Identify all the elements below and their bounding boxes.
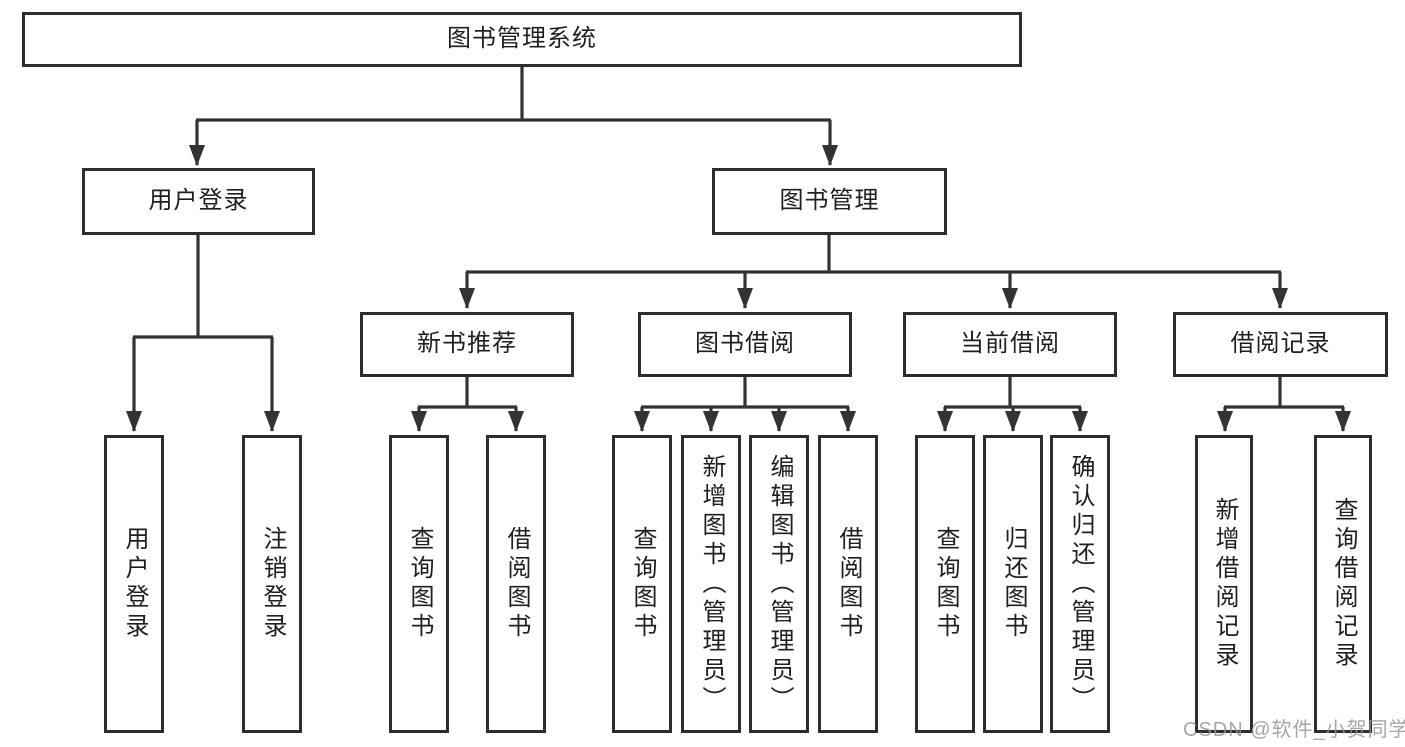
node-current-borrowing: 当前借阅 — [903, 312, 1117, 377]
leaf-recommend-borrow-books: 借阅图书 — [486, 435, 546, 733]
leaf-borrowing-borrow-books: 借阅图书 — [818, 435, 878, 733]
node-user-login: 用户登录 — [82, 168, 315, 235]
node-library-system: 图书管理系统 — [22, 12, 1022, 67]
csdn-watermark: CSDN @软件_小贺同学 — [1183, 719, 1405, 741]
leaf-add-borrow-record: 新增借阅记录 — [1195, 435, 1253, 733]
leaf-borrowing-query-books: 查询图书 — [612, 435, 672, 733]
leaf-query-borrow-record: 查询借阅记录 — [1314, 435, 1372, 733]
node-book-borrowing: 图书借阅 — [638, 312, 852, 377]
node-new-book-recommendation: 新书推荐 — [360, 312, 574, 377]
leaf-logout-login: 注销登录 — [242, 435, 302, 733]
leaf-edit-book-admin: 编辑图书（管理员） — [749, 435, 809, 733]
leaf-add-book-admin: 新增图书（管理员） — [681, 435, 741, 733]
leaf-confirm-return-admin: 确认归还（管理员） — [1050, 435, 1110, 733]
leaf-return-books: 归还图书 — [983, 435, 1043, 733]
node-borrowing-records: 借阅记录 — [1173, 312, 1388, 377]
leaf-user-login: 用户登录 — [104, 435, 164, 733]
node-book-management: 图书管理 — [712, 168, 947, 235]
leaf-current-query-books: 查询图书 — [915, 435, 975, 733]
leaf-recommend-query-books: 查询图书 — [389, 435, 449, 733]
